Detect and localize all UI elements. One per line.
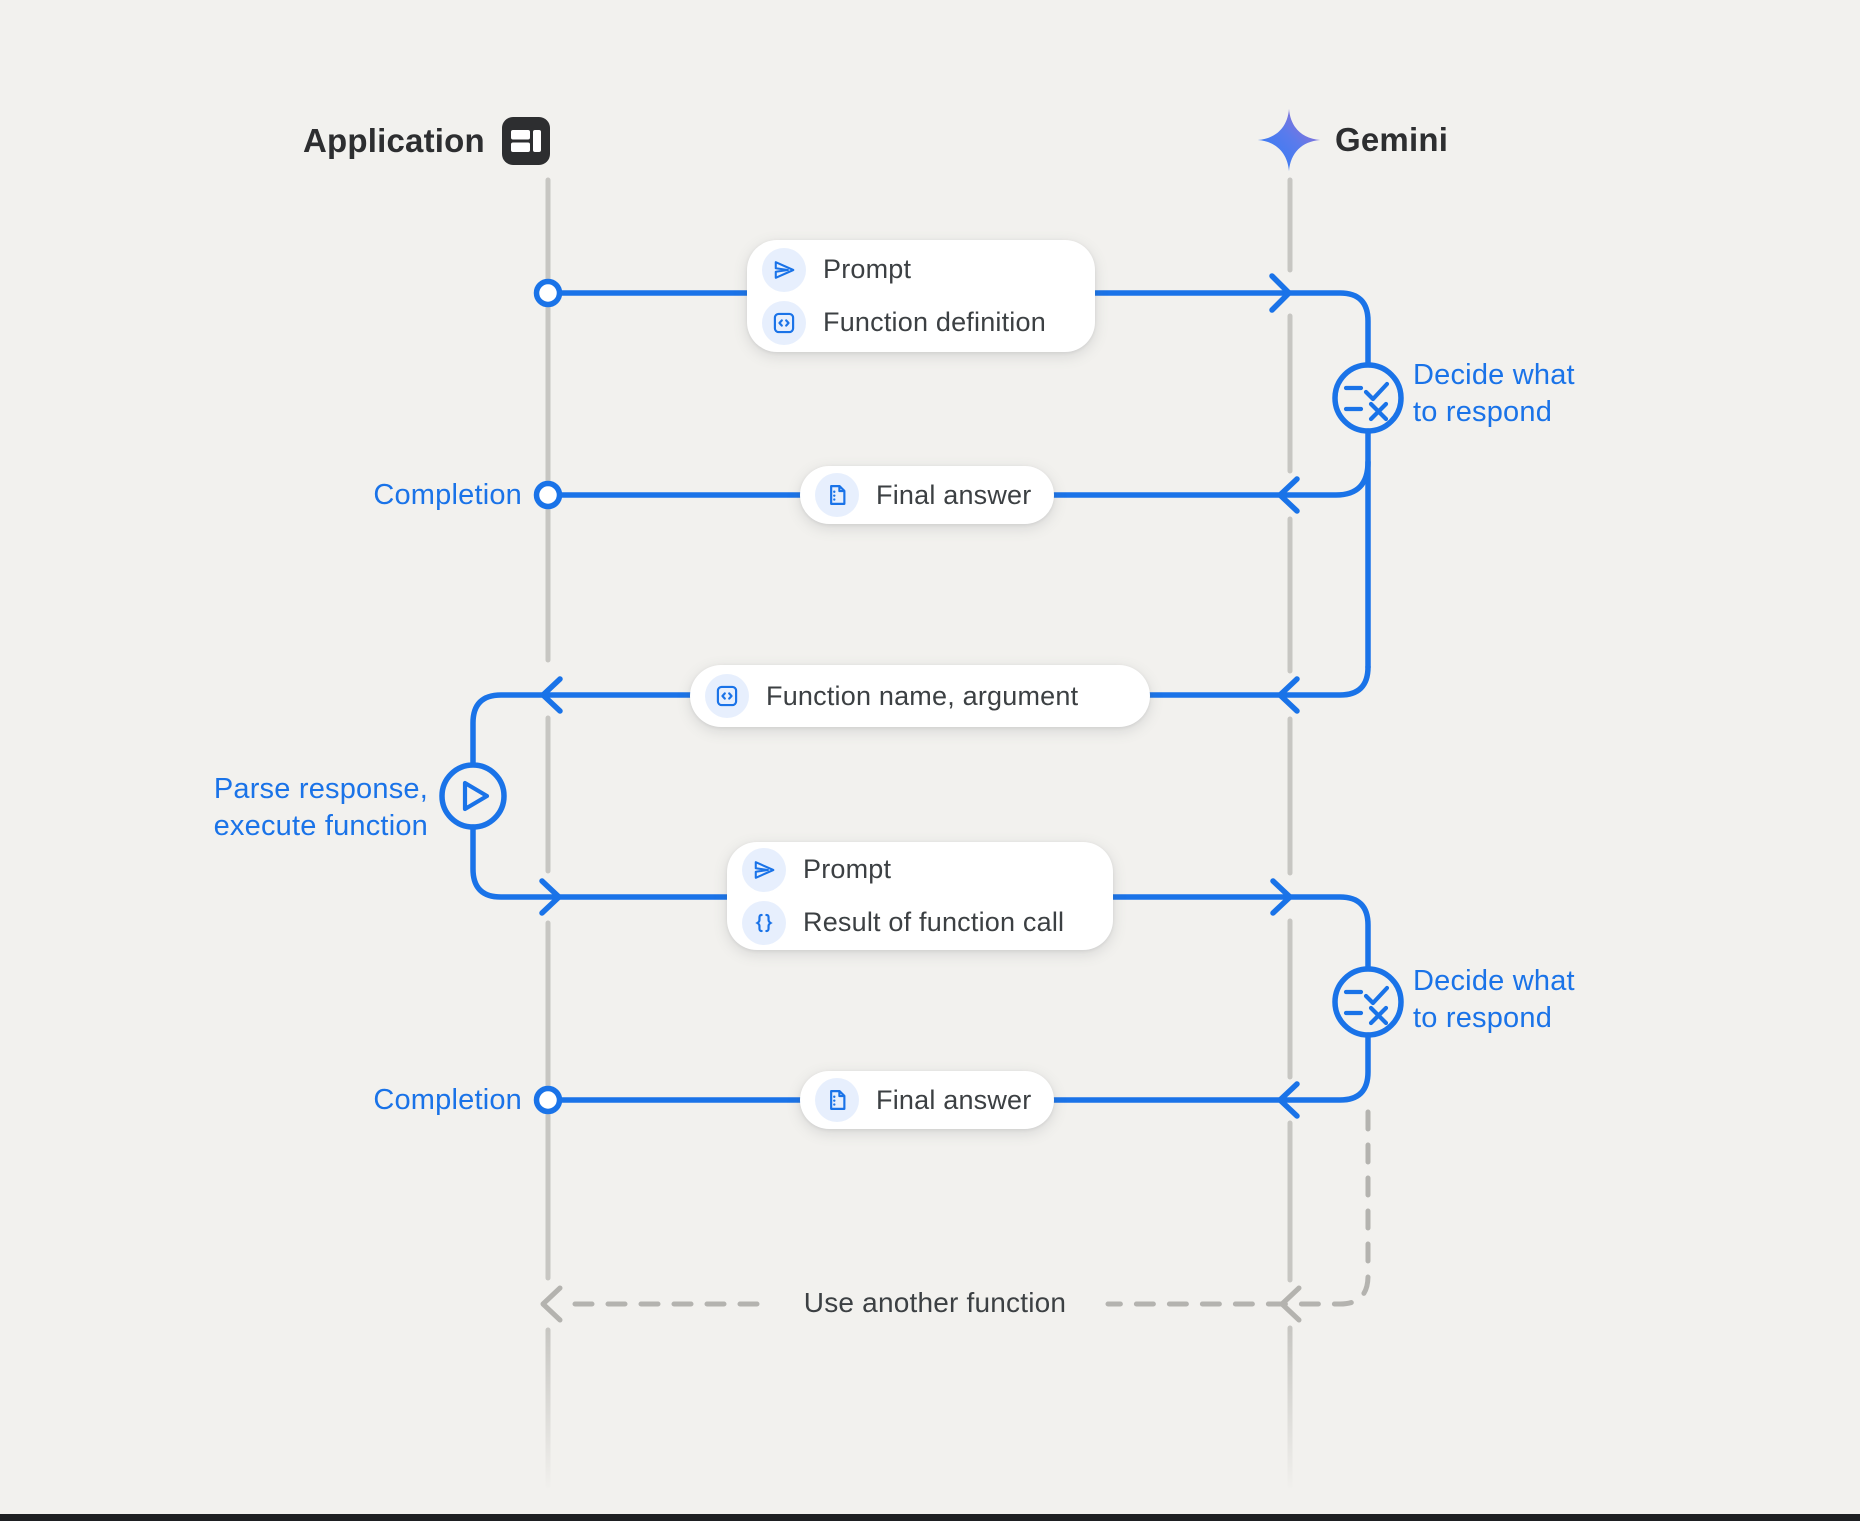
message-label: Result of function call xyxy=(803,907,1065,937)
completion-label-1: Completion xyxy=(373,479,522,511)
message-label: Function definition xyxy=(823,307,1046,337)
message-final-answer-2: Final answer xyxy=(800,1071,1054,1129)
parse-label-line: Parse response, xyxy=(213,773,428,805)
send-icon xyxy=(742,847,786,892)
decide-label-2: Decide what to respond xyxy=(1413,963,1575,1037)
decide-label-line: Decide what xyxy=(1413,965,1575,997)
use-another-function-label: Use another function xyxy=(803,1287,1067,1318)
gemini-sparkle-icon xyxy=(1257,108,1321,172)
endpoint-completion-2 xyxy=(533,1085,563,1115)
gemini-label: Gemini xyxy=(1335,121,1449,158)
message-final-answer-1: Final answer xyxy=(800,466,1054,524)
arrow-final-answer-2 xyxy=(557,1032,1371,1119)
application-header: Application xyxy=(303,114,550,168)
gemini-header: Gemini xyxy=(1256,106,1448,174)
message-prompt-result: Prompt Result of function call xyxy=(727,842,1113,950)
message-row: Prompt xyxy=(762,247,1069,292)
message-label: Prompt xyxy=(823,254,912,284)
code-box-icon xyxy=(705,674,749,718)
decide-label-line: to respond xyxy=(1413,1002,1553,1034)
arrow-function-name xyxy=(470,664,1371,768)
decide-node-2 xyxy=(1332,966,1404,1038)
send-icon xyxy=(762,247,806,292)
application-label: Application xyxy=(303,122,485,159)
message-row: Final answer xyxy=(815,473,1032,517)
braces-icon xyxy=(742,900,786,945)
message-label: Final answer xyxy=(876,479,1032,510)
code-box-icon xyxy=(762,300,806,345)
document-icon xyxy=(815,473,859,517)
parse-label: Parse response, execute function xyxy=(158,771,428,845)
message-label: Prompt xyxy=(803,854,892,884)
arrow-use-another-function xyxy=(540,1109,1371,1323)
parse-label-line: execute function xyxy=(213,810,428,842)
completion-label-2: Completion xyxy=(373,1084,522,1116)
bottom-edge xyxy=(0,1514,1860,1521)
decide-label-1: Decide what to respond xyxy=(1413,357,1575,431)
parse-node xyxy=(439,762,507,830)
endpoint-completion-1 xyxy=(533,480,563,510)
message-label: Final answer xyxy=(876,1084,1032,1115)
decide-node-1 xyxy=(1332,362,1404,434)
rule-check-x-icon xyxy=(1343,381,1390,422)
message-function-name-argument: Function name, argument xyxy=(690,665,1150,727)
play-icon xyxy=(462,780,490,812)
message-row: Prompt xyxy=(742,847,1087,892)
message-row: Final answer xyxy=(815,1078,1032,1122)
rule-check-x-icon xyxy=(1343,985,1390,1026)
app-window-icon xyxy=(501,117,550,165)
document-icon xyxy=(815,1078,859,1122)
message-row: Result of function call xyxy=(742,900,1087,945)
message-label: Function name, argument xyxy=(766,680,1079,711)
message-row: Function definition xyxy=(762,300,1069,345)
endpoint-prompt-1 xyxy=(533,278,563,308)
message-prompt-function-definition: Prompt Function definition xyxy=(747,240,1095,352)
decide-label-line: to respond xyxy=(1413,396,1553,428)
decide-label-line: Decide what xyxy=(1413,359,1575,391)
arrow-final-answer-1 xyxy=(557,459,1371,514)
message-row: Function name, argument xyxy=(705,674,1124,718)
